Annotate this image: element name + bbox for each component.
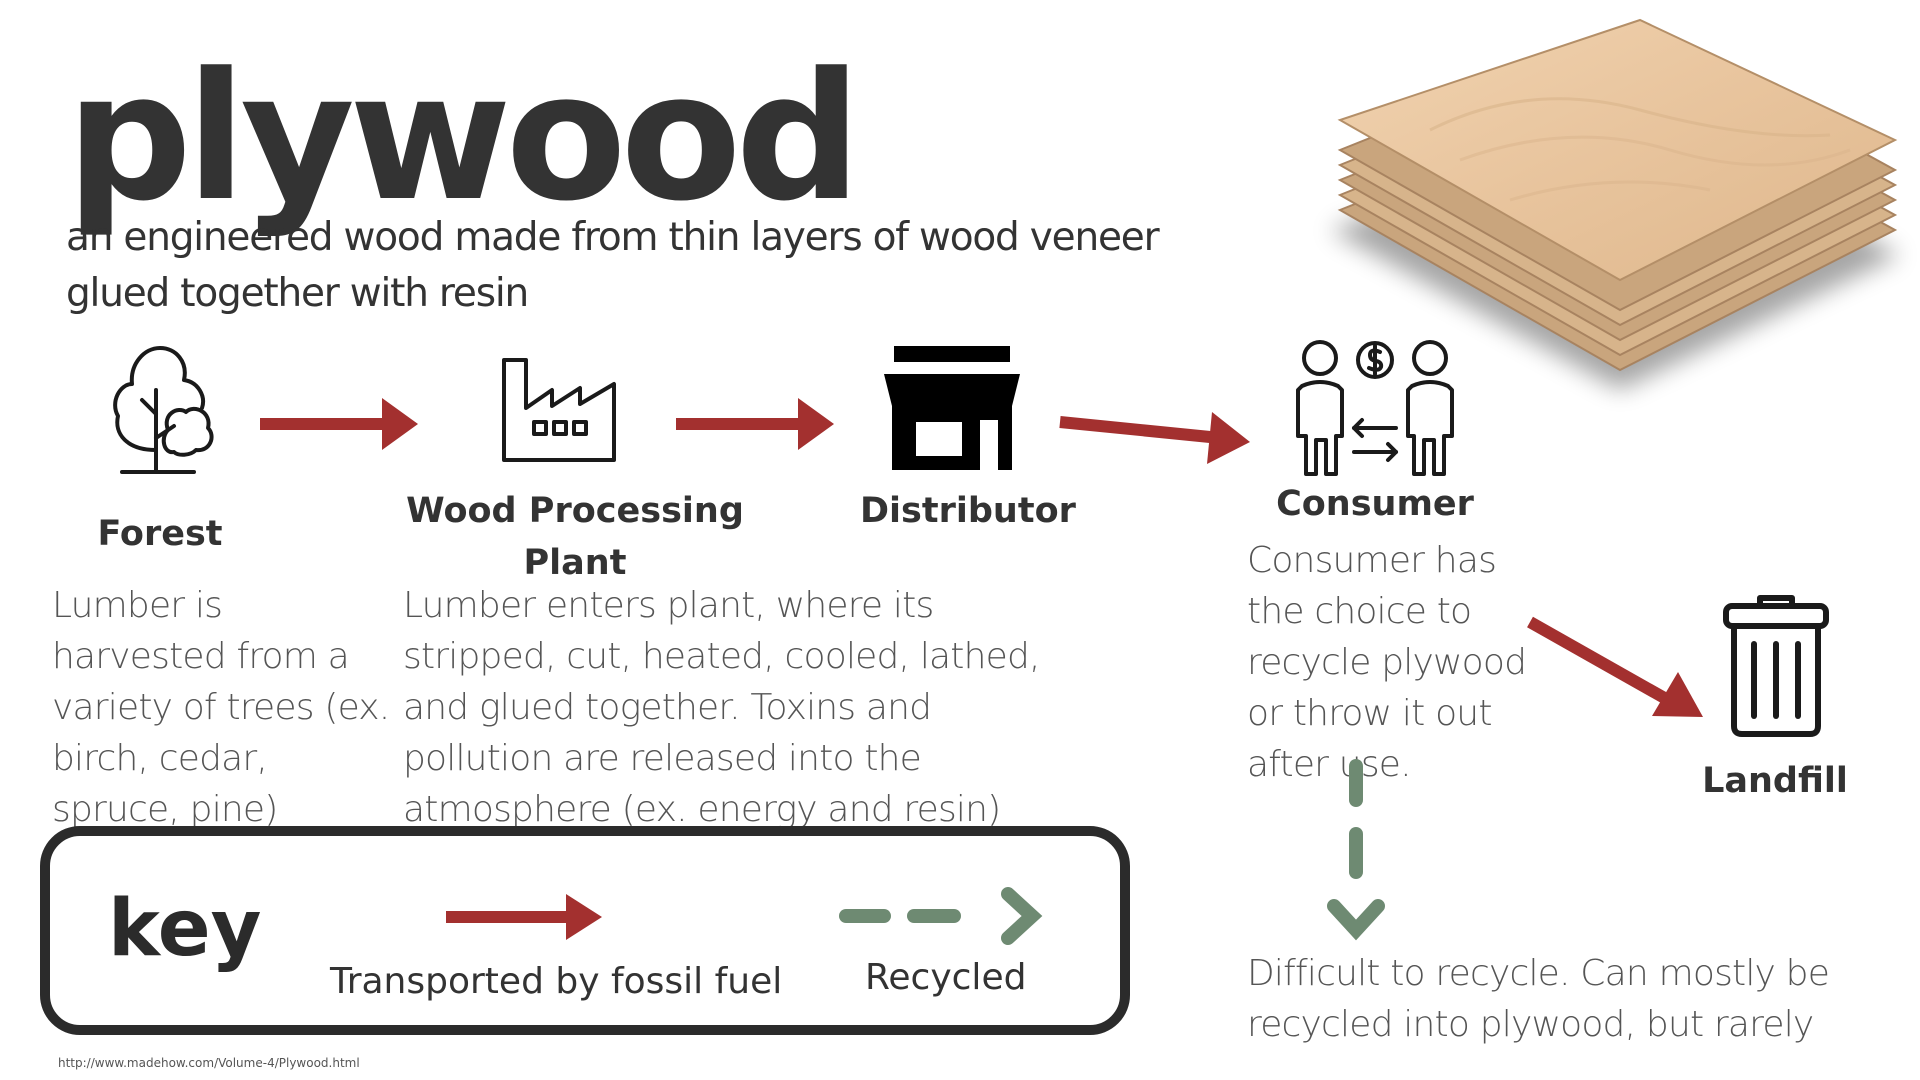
page-subtitle: an engineered wood made from thin layers… <box>66 215 1160 316</box>
key-title: key <box>108 884 262 974</box>
plywood-stack-image <box>1330 18 1900 390</box>
arrow-distributor-to-consumer <box>1059 412 1250 464</box>
plant-label: Wood Processing Plant <box>406 491 744 583</box>
tree-icon <box>113 346 214 474</box>
arrow-forest-to-plant <box>260 398 418 450</box>
arrow-consumer-to-landfill <box>1527 616 1703 717</box>
recycle-description: Difficult to recycle. Can mostly be recy… <box>1247 953 1830 1045</box>
arrow-plant-to-distributor <box>676 398 834 450</box>
distributor-label: Distributor <box>860 491 1076 531</box>
arrow-consumer-to-recycle <box>1327 759 1385 941</box>
forest-description: Lumber is harvested from a variety of tr… <box>52 585 390 830</box>
key-box <box>40 826 1130 1035</box>
forest-label: Forest <box>97 514 223 554</box>
source-link[interactable]: http://www.madehow.com/Volume-4/Plywood.… <box>58 1056 360 1070</box>
people-exchange-icon <box>1296 340 1454 476</box>
key-recycled-arrow <box>839 887 1043 945</box>
key-recycled-label: Recycled <box>865 957 1027 998</box>
factory-icon <box>502 358 616 462</box>
key-fossil-label: Transported by fossil fuel <box>330 961 783 1002</box>
page-title: plywood <box>66 35 861 240</box>
consumer-description: Consumer has the choice to recycle plywo… <box>1247 540 1527 785</box>
key-fossil-arrow <box>446 894 602 940</box>
plant-description: Lumber enters plant, where its stripped,… <box>403 585 1040 830</box>
consumer-label: Consumer <box>1276 484 1474 524</box>
store-icon <box>884 346 1020 470</box>
landfill-label: Landfill <box>1702 761 1848 801</box>
trash-can-icon <box>1723 595 1829 737</box>
